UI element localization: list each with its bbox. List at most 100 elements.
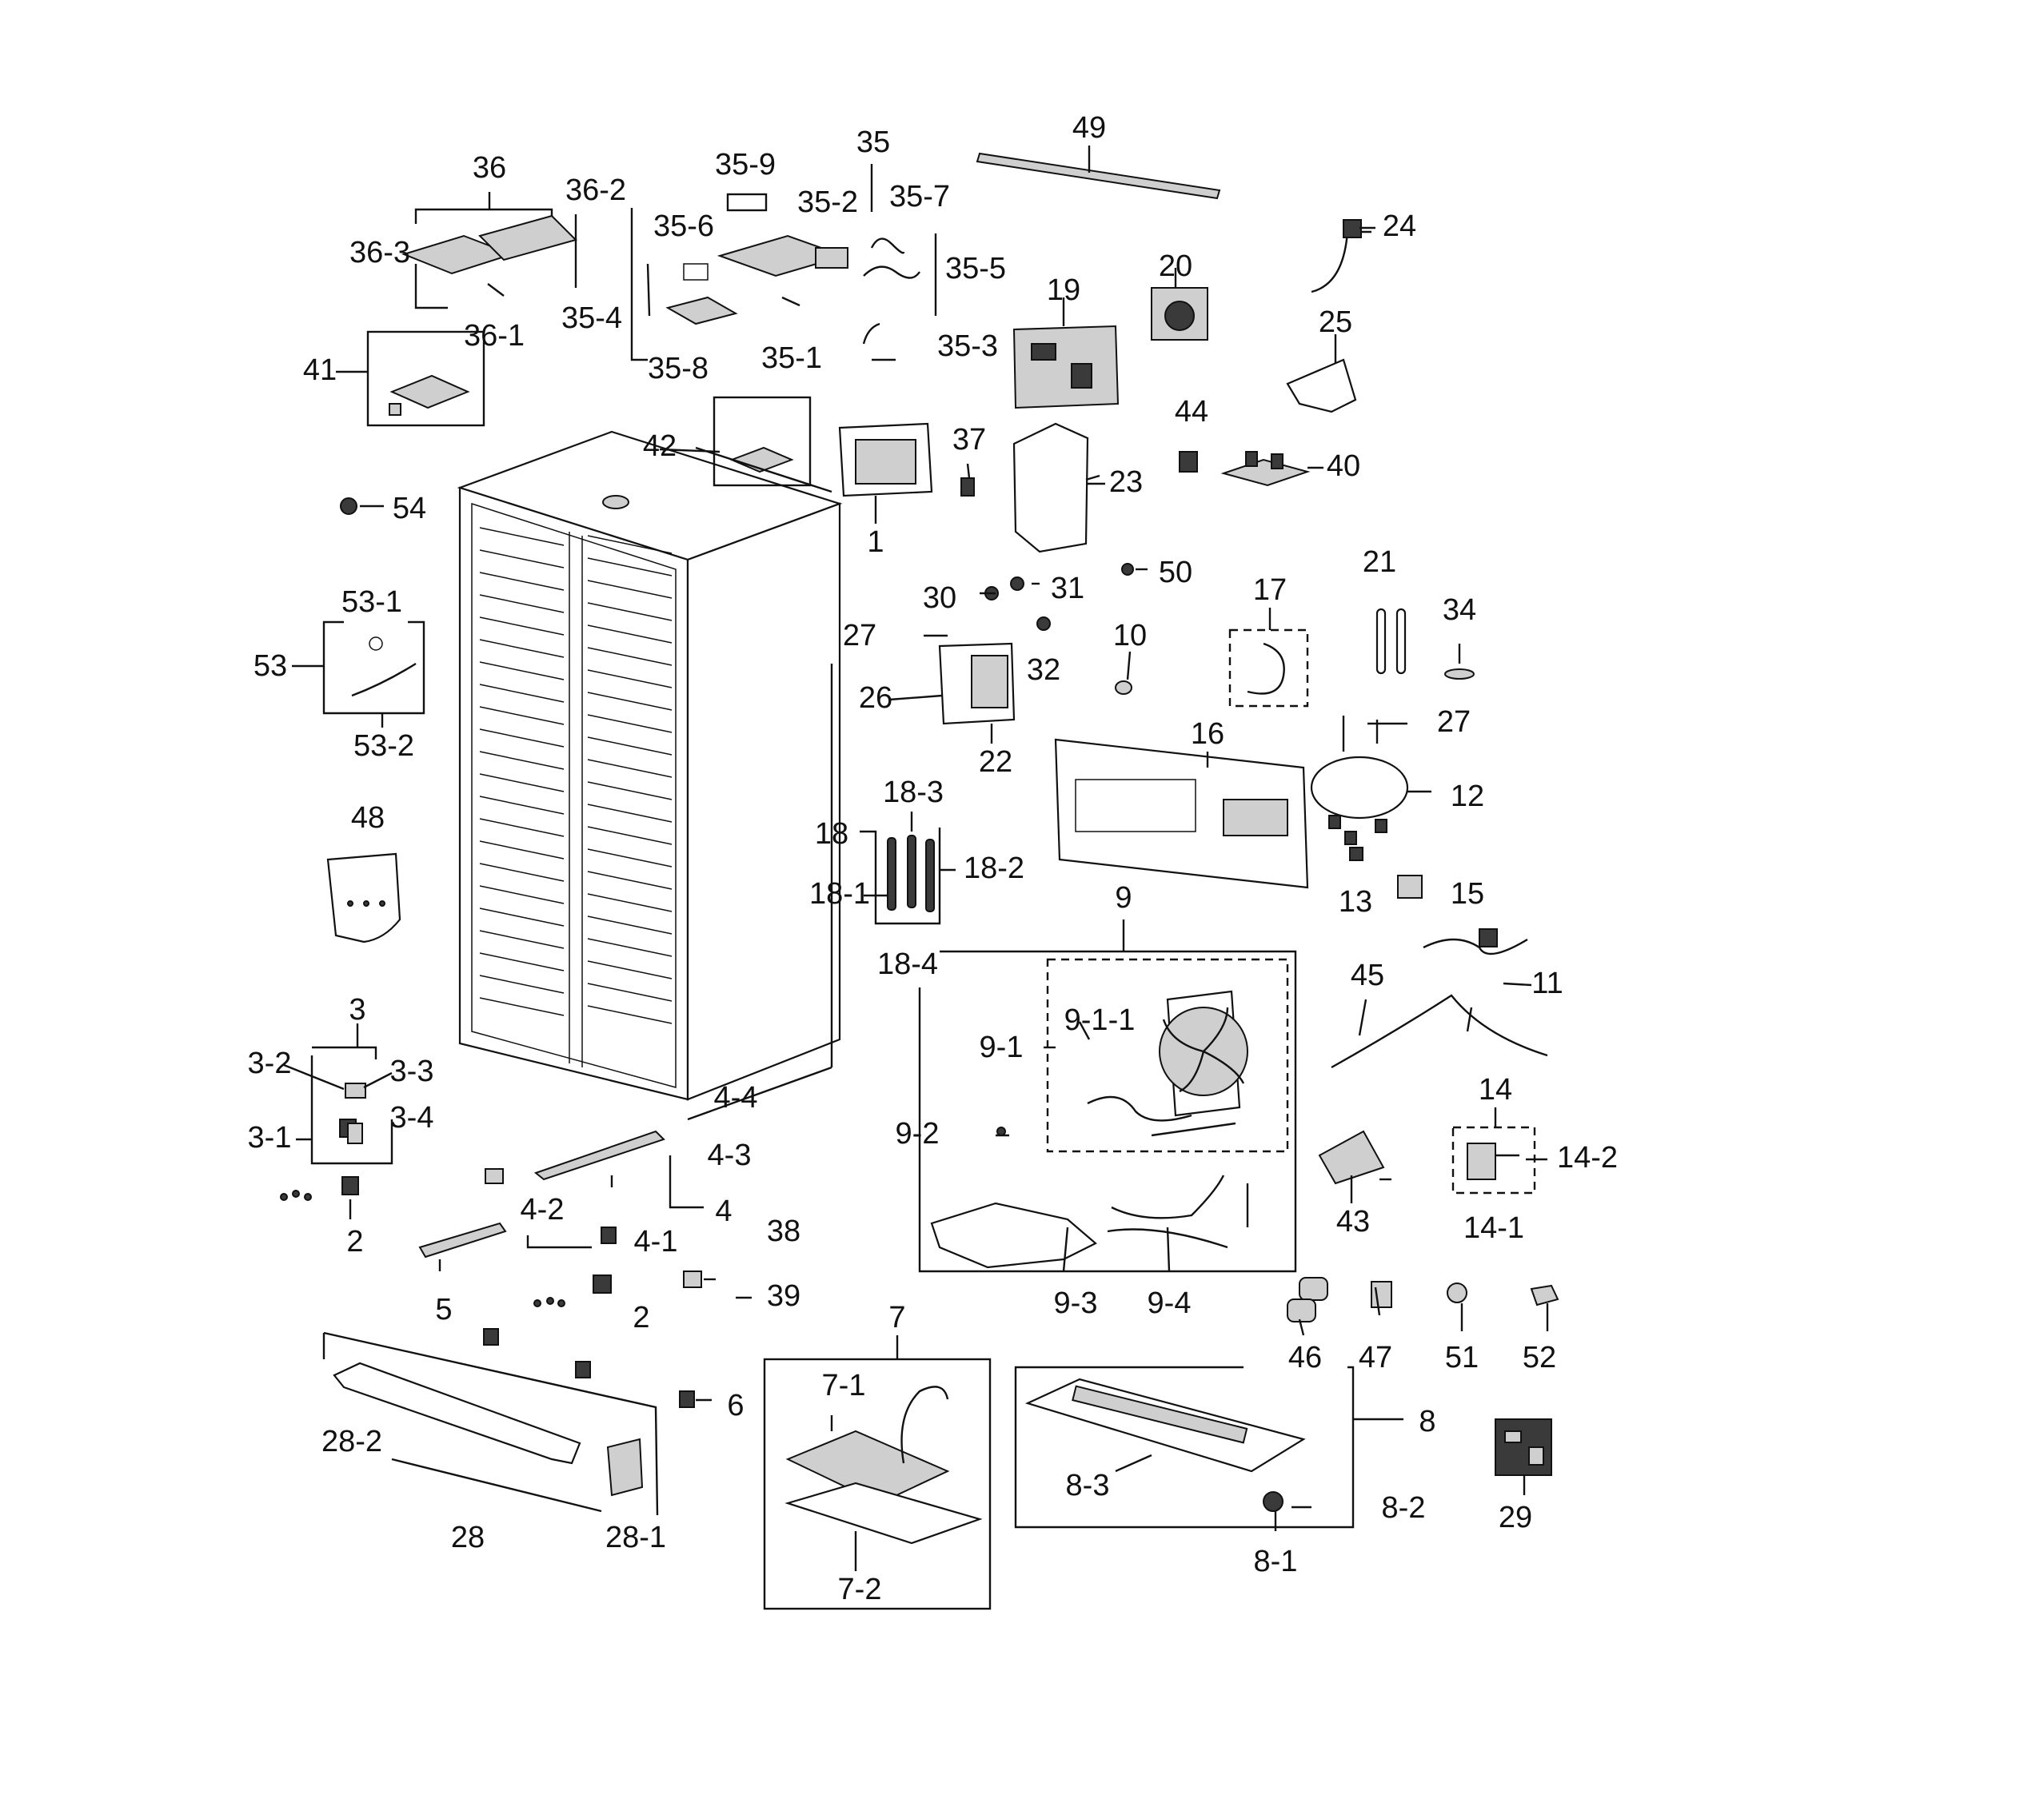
group-4 (526, 1130, 704, 1249)
part-49-rod (976, 146, 1221, 200)
label-44: 44 (1175, 395, 1208, 429)
label-35-2: 35-2 (797, 185, 858, 219)
group-3-box (310, 1023, 393, 1165)
shelf-line (479, 527, 565, 546)
leader-lines (659, 448, 1549, 1531)
label-35-6: 35-6 (653, 209, 714, 243)
refrigerator-cabinet (457, 430, 843, 1121)
label-35-8: 35-8 (648, 352, 709, 385)
part-2-left (341, 1176, 359, 1195)
label-3-3: 3-3 (390, 1055, 434, 1088)
shelf-line (587, 983, 673, 1002)
label-26: 26 (859, 681, 892, 715)
part-19-pcb (1012, 297, 1120, 409)
label-35-5: 35-5 (945, 252, 1006, 285)
part-24-cable (1311, 219, 1371, 293)
label-36: 36 (473, 151, 506, 185)
label-35-1: 35-1 (761, 341, 822, 375)
label-18-2: 18-2 (964, 852, 1024, 885)
part-2-right (593, 1274, 612, 1294)
group-28-grille (322, 1331, 659, 1516)
shelf-line (587, 1005, 673, 1024)
label-46: 46 (1288, 1341, 1322, 1374)
shelf-line (479, 885, 565, 904)
shelf-line (479, 818, 565, 837)
label-7-1: 7-1 (822, 1369, 866, 1402)
label-9: 9 (1115, 881, 1132, 915)
label-18-1: 18-1 (809, 877, 870, 911)
part-38-cap-left (485, 1168, 504, 1184)
shelf-line (587, 714, 673, 733)
label-16: 16 (1191, 717, 1224, 751)
label-21: 21 (1363, 545, 1396, 579)
part-44 (1179, 451, 1198, 473)
label-36-1: 36-1 (464, 319, 525, 353)
label-35-7: 35-7 (889, 180, 950, 213)
label-41: 41 (303, 353, 337, 387)
part-43-pcb (1318, 1130, 1385, 1203)
group-42-box (695, 396, 832, 493)
label-3-1: 3-1 (248, 1121, 292, 1155)
part-54 (340, 497, 357, 515)
label-35-9: 35-9 (715, 148, 776, 182)
shelf-line (587, 624, 673, 644)
label-36-2: 36-2 (565, 174, 626, 207)
part-37 (960, 477, 975, 497)
shelf-line (587, 938, 673, 957)
label-53-1: 53-1 (341, 585, 402, 619)
label-24: 24 (1383, 209, 1416, 243)
label-18-3: 18-3 (883, 776, 944, 809)
label-39: 39 (767, 1279, 800, 1313)
part-10 (1115, 680, 1132, 695)
shelf-line (587, 960, 673, 979)
label-9-1: 9-1 (980, 1031, 1024, 1064)
part-47 (1371, 1281, 1392, 1308)
group-35-bracket (630, 164, 937, 361)
label-7-2: 7-2 (838, 1573, 882, 1606)
group-17-box (1228, 608, 1309, 708)
part-16-panel (1054, 738, 1309, 889)
part-21-tubes (1375, 608, 1407, 675)
label-30: 30 (923, 581, 956, 615)
shelf-line (479, 594, 565, 613)
shelf-line (479, 706, 565, 725)
part-12-compressor (1310, 716, 1431, 845)
label-13: 13 (1339, 885, 1372, 919)
shelf-line (479, 773, 565, 792)
shelf-line (479, 572, 565, 591)
part-45-wire (1331, 994, 1548, 1069)
label-31: 31 (1051, 572, 1084, 605)
part-23-cover (1012, 422, 1105, 553)
label-28-1: 28-1 (605, 1521, 666, 1554)
shelf-line (479, 796, 565, 815)
shelf-line (587, 871, 673, 890)
shelf-line (479, 952, 565, 971)
part-26-box (924, 634, 1016, 744)
part-34 (1444, 668, 1475, 680)
shelf-line (479, 616, 565, 636)
label-9-4: 9-4 (1148, 1286, 1192, 1320)
label-28: 28 (451, 1521, 485, 1554)
label-4-1: 4-1 (634, 1225, 678, 1259)
shelf-line (587, 826, 673, 845)
label-3-4: 3-4 (390, 1101, 434, 1135)
part-6-leveling-feet (483, 1328, 712, 1408)
label-10: 10 (1113, 619, 1147, 652)
part-50 (1121, 563, 1134, 576)
shelf-line (587, 580, 673, 599)
shelf-line (587, 915, 673, 935)
label-8-2: 8-2 (1382, 1491, 1426, 1525)
label-52: 52 (1523, 1341, 1556, 1374)
part-11-harness (1423, 928, 1532, 1032)
shelf-line (479, 975, 565, 994)
group-7-box (763, 1335, 992, 1610)
group-41-box (366, 330, 485, 427)
screws-center (533, 1297, 565, 1307)
shelf-line (587, 602, 673, 621)
label-8-1: 8-1 (1254, 1545, 1298, 1578)
label-28-2: 28-2 (321, 1425, 382, 1458)
shelf-line (479, 549, 565, 568)
label-2-right: 2 (633, 1301, 649, 1334)
group-53-box (322, 620, 425, 715)
part-46-couplings (1287, 1277, 1328, 1322)
